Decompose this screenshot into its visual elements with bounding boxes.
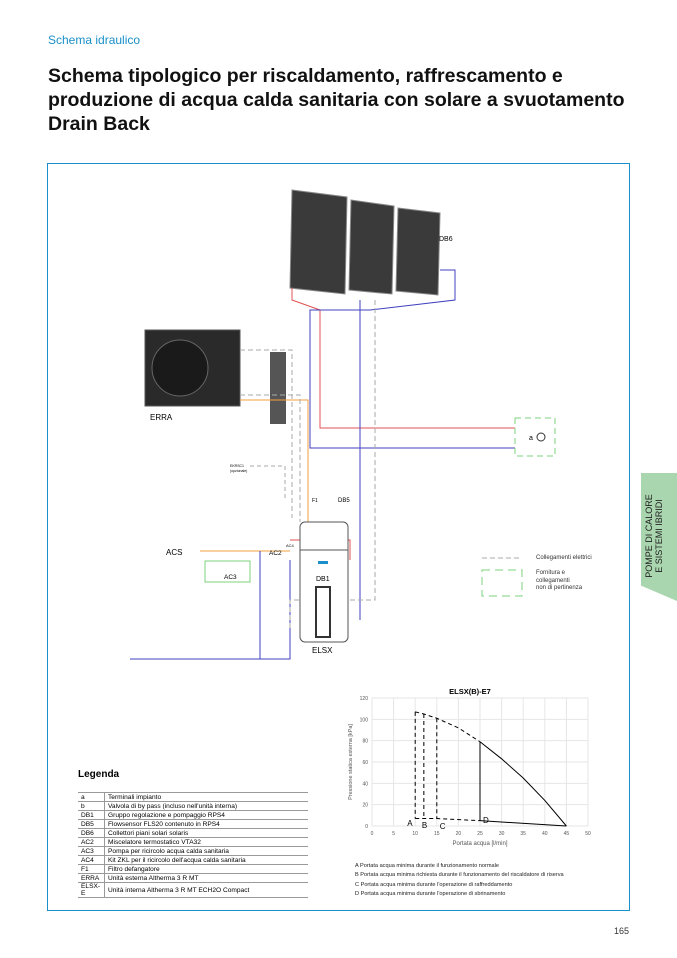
label-acs: ACS [166,548,182,557]
legend-description: Kit ZKL per il ricircolo dell'acqua cald… [104,855,308,865]
legend-title: Legenda [78,769,120,780]
x-tick-label: 50 [585,831,591,837]
legend-code: ELSX-E [78,882,105,898]
legend-code: AC3 [78,846,105,856]
x-tick-label: 0 [371,831,374,837]
y-tick-label: 120 [360,696,369,702]
legend-code: b [78,801,105,811]
legend-description: Pompa per ricircolo acqua calda sanitari… [104,846,308,856]
page-number: 165 [614,926,630,936]
y-tick-label: 60 [362,760,368,766]
legend-code: ERRA [78,873,105,883]
section-label: Schema idraulico [48,33,141,47]
chart-note: D Portata acqua minima durante l'operazi… [355,890,506,897]
legend-code: a [78,792,105,802]
solar-collectors [289,189,441,296]
legend-description: Gruppo regolazione e pompaggio RPS4 [104,810,308,820]
y-tick-label: 40 [362,781,368,787]
key-electric-label: Collegamenti elettrici [536,555,592,561]
label-ekrsc-note: (opzionale) [230,469,247,473]
outdoor-unit-erra [144,329,286,424]
x-tick-label: 40 [542,831,548,837]
marker-label: B [422,821,427,830]
y-tick-label: 20 [362,803,368,809]
label-ac2: AC2 [269,550,282,557]
hydraulic-diagram: DB6 ERRA a EKRSC1 (opzionale) DB1 ELSX D… [130,189,556,660]
x-tick-label: 10 [412,831,418,837]
marker-label: C [440,822,446,831]
legend-code: DB1 [78,810,105,820]
legend-description: Collettori piani solari solaris [104,828,308,838]
label-db6: DB6 [439,236,453,243]
x-tick-label: 35 [520,831,526,837]
legend-description: Miscelatore termostatico VTA32 [104,837,308,847]
legend-description: Unità esterna Altherma 3 R MT [104,873,308,883]
indoor-unit-elsx [299,521,349,643]
legend-description: Filtro defangatore [104,864,308,874]
x-tick-label: 15 [434,831,440,837]
y-tick-label: 80 [362,739,368,745]
legend-code: F1 [78,864,105,874]
y-tick-label: 100 [360,717,369,723]
chart-note: B Portata acqua minima richiesta durante… [355,872,564,879]
label-elsx: ELSX [312,646,333,655]
label-db1: DB1 [316,576,330,583]
x-tick-label: 30 [499,831,505,837]
legend-code: DB6 [78,828,105,838]
chart-notes: A Portata acqua minima durante il funzio… [355,862,564,899]
chart-note: A Portata acqua minima durante il funzio… [355,863,499,869]
x-tick-label: 45 [564,831,570,837]
legend-description: Flowsensor FLS20 contenuto in RPS4 [104,819,308,829]
legend-description: Unità interna Altherma 3 R MT ECH2O Comp… [104,882,308,898]
marker-label: D [483,816,489,825]
x-tick-label: 20 [456,831,462,837]
label-ac4: AC4 [286,543,295,548]
x-axis-label: Portata acqua [l/min] [452,841,507,847]
legend-code: AC2 [78,837,105,847]
lower-curve-solid [479,820,567,827]
label-erra: ERRA [150,413,173,422]
marker-label: A [407,819,413,828]
page-title: Schema tipologico per riscaldamento, raf… [48,65,625,135]
y-tick-label: 0 [365,824,368,830]
label-ac3: AC3 [224,574,237,581]
chart-title: ELSX(B)-E7 [449,687,491,696]
legend-code: DB5 [78,819,105,829]
legend-code: AC4 [78,855,105,865]
x-tick-label: 5 [392,831,395,837]
diagram-frame [47,163,630,911]
chart-note: C Portata acqua minima durante l'operazi… [355,881,513,888]
label-ekrsc: EKRSC1 [230,464,244,468]
legend-description: Terminali impianto [104,792,308,802]
upper-curve-dashed [415,711,481,743]
label-f1: F1 [312,498,318,504]
upper-curve-solid [479,741,567,827]
x-tick-label: 25 [477,831,483,837]
legend-description: Valvola di by pass (incluso nell'unità i… [104,801,308,811]
label-a: a [529,435,533,442]
y-axis-label: Pressione statica esterna [kPa] [348,724,354,800]
label-db5: DB5 [338,498,350,504]
key-supply-box [481,569,523,597]
